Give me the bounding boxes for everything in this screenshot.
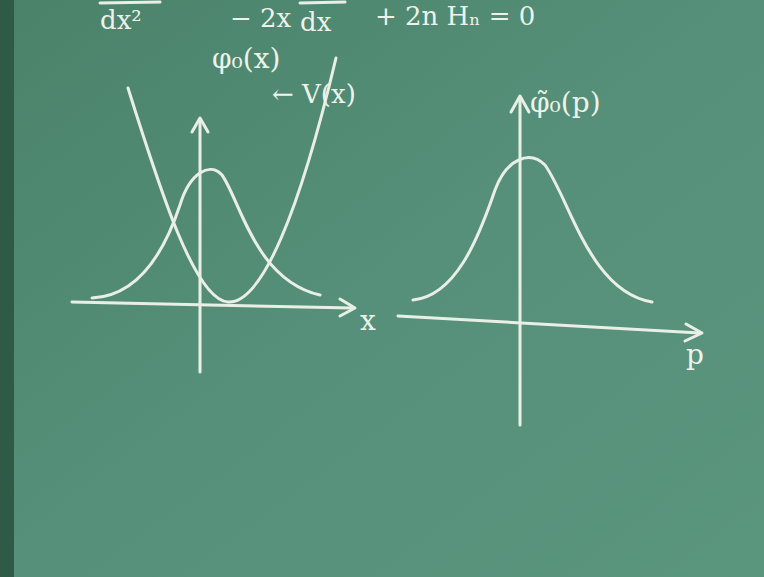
- equation-part: dx: [300, 8, 331, 37]
- fraction-bar: [100, 2, 160, 3]
- fraction-bar: [300, 2, 345, 3]
- axis-arrow: [192, 118, 208, 132]
- axis-arrow: [685, 324, 702, 341]
- y-axis: [199, 120, 202, 372]
- x-axis: [72, 302, 352, 308]
- curve-label: φ̃₀(p): [530, 88, 601, 119]
- y-axis: [519, 98, 522, 425]
- board-edge: [0, 0, 14, 577]
- axis-arrow: [340, 299, 355, 316]
- x-axis: [398, 316, 700, 333]
- axis-label: p: [686, 340, 704, 371]
- axis-label: x: [360, 306, 376, 337]
- curve-label: ← V(x): [272, 80, 356, 109]
- equation-part: + 2n Hₙ = 0: [375, 2, 535, 31]
- equation-part: dx²: [100, 6, 142, 35]
- curve-label: φ₀(x): [212, 44, 280, 75]
- gaussian-curve: [413, 158, 652, 302]
- axis-arrow: [511, 96, 529, 112]
- gaussian-curve: [92, 169, 320, 298]
- equation-part: − 2x: [230, 4, 291, 33]
